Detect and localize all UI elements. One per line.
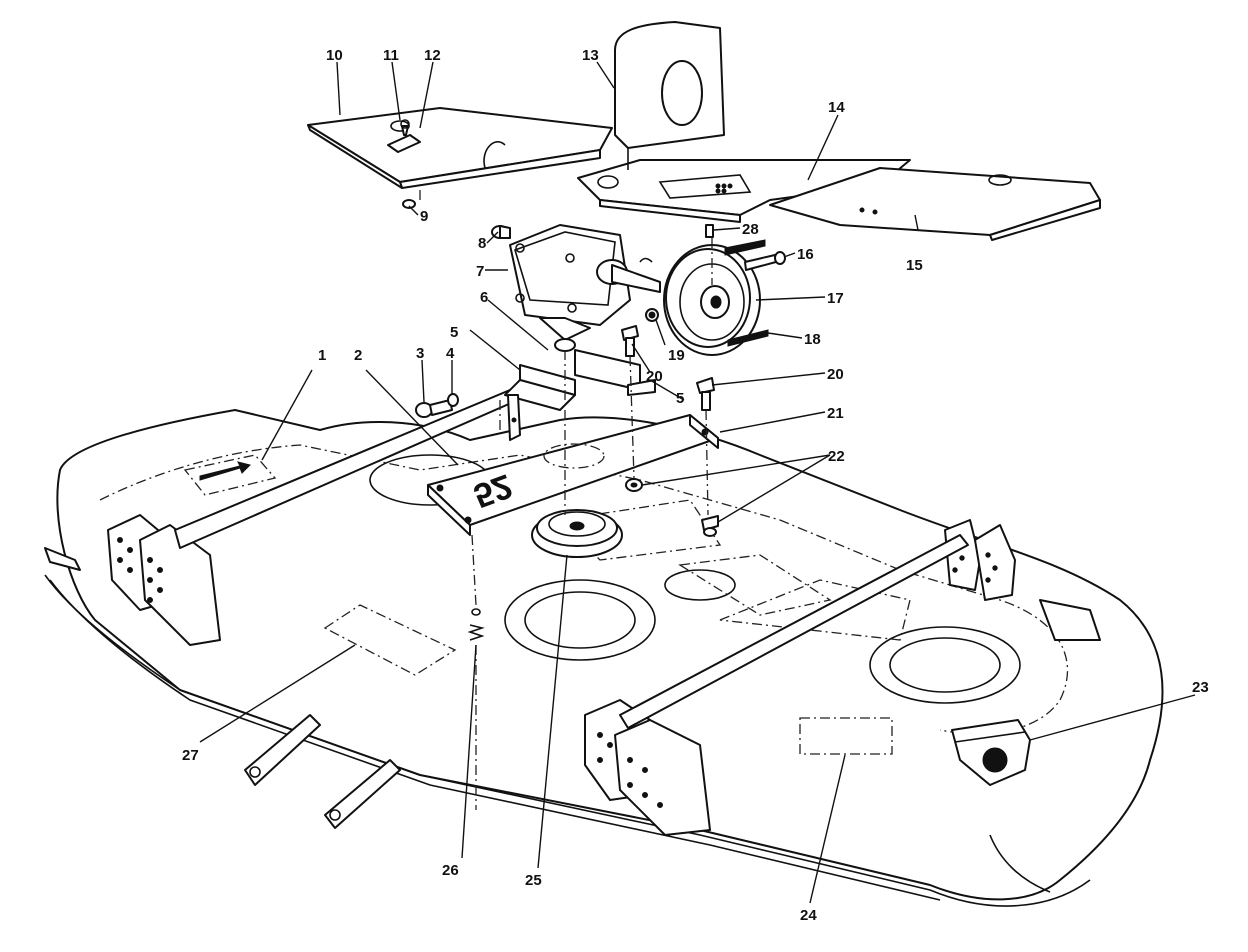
callout-20a: 20 [646,368,663,385]
cover-fasteners [400,119,416,209]
hanger-bracket [507,394,521,441]
callout-28: 28 [742,221,759,238]
callout-7: 7 [476,263,484,280]
callout-leader-lines [199,61,1196,904]
callout-18: 18 [804,331,821,348]
carriage-bolt [415,399,453,418]
callout-23: 23 [1192,679,1209,696]
callout-5a: 5 [450,324,458,341]
gearbox-mounting-plate: 52 [427,414,719,536]
callout-8: 8 [478,235,486,252]
callout-24: 24 [800,907,817,924]
callout-13: 13 [582,47,599,64]
callout-3: 3 [416,345,424,362]
callout-17: 17 [827,290,844,307]
gearbox [509,224,661,352]
callout-2: 2 [354,347,362,364]
deck-hitch-arms [44,547,401,829]
pulley-guard [614,21,725,170]
callout-labels: 1 2 3 4 5 5 6 7 8 9 10 11 12 13 14 15 16… [182,47,1209,924]
callout-21: 21 [827,405,844,422]
callout-16: 16 [797,246,814,263]
pulley-bolt [744,251,786,271]
callout-1: 1 [318,347,326,364]
bolt-20-right [696,377,715,411]
lock-washer [447,393,459,407]
callout-12: 12 [424,47,441,64]
warning-decal [951,719,1031,786]
callout-19: 19 [668,347,685,364]
callout-15: 15 [906,257,923,274]
belt-cover-center [577,159,911,223]
center-height-bracket [584,699,711,836]
gearbox-breather [491,225,511,239]
bolt-20-left [621,325,639,357]
left-height-bracket [107,514,221,646]
belt-cover-right [769,167,1101,241]
callout-10: 10 [326,47,343,64]
callout-20b: 20 [827,366,844,383]
callout-22: 22 [828,448,845,465]
woodruff-key [639,257,653,263]
flange-nuts [625,478,719,537]
callout-14: 14 [828,99,845,116]
setscrew [705,224,714,238]
callout-11: 11 [383,47,399,64]
mower-deck-housing [44,409,1164,907]
callout-6: 6 [480,289,488,306]
callout-4: 4 [446,345,455,362]
drive-pulley [531,509,623,558]
gearbox-pulley [663,244,761,356]
belt-cover-left [307,107,613,189]
callout-25: 25 [525,872,542,889]
gearbox-bracket [504,349,656,411]
callout-9: 9 [420,208,428,225]
callout-27: 27 [182,747,199,764]
callout-5b: 5 [676,390,684,407]
spring-hardware [467,608,485,641]
belt-guides [724,239,769,347]
callout-26: 26 [442,862,459,879]
